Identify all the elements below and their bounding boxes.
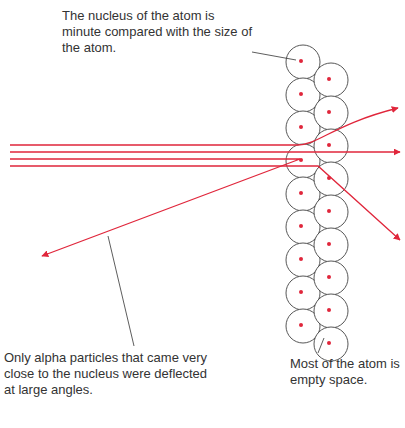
- straight-ray: [10, 151, 400, 152]
- nucleus-dot: [299, 257, 303, 261]
- nucleus-dot: [327, 275, 331, 279]
- gold-atoms: [286, 45, 348, 361]
- nucleus-dot: [299, 125, 303, 129]
- deflected-ray: [10, 108, 398, 145]
- deflection-note: Only alpha particles that came very clos…: [4, 350, 214, 398]
- leader-lines: [108, 52, 324, 353]
- nucleus-dot: [327, 209, 331, 213]
- atom-circle: [314, 294, 348, 328]
- atom-circle: [314, 63, 348, 97]
- atom-circle: [314, 195, 348, 229]
- nucleus-dot: [327, 77, 331, 81]
- nucleus-dot: [299, 59, 303, 63]
- nucleus-dot: [327, 308, 331, 312]
- nucleus-dot: [327, 110, 331, 114]
- reflected-ray: [10, 159, 300, 256]
- leader-line: [318, 338, 324, 353]
- atom-circle: [314, 228, 348, 262]
- nucleus-dot: [299, 224, 303, 228]
- empty-space-note: Most of the atom is empty space.: [290, 356, 402, 388]
- deflected-ray: [10, 166, 400, 240]
- alpha-rays: [10, 108, 400, 256]
- nucleus-dot: [327, 242, 331, 246]
- nucleus-dot: [327, 341, 331, 345]
- nucleus-dot: [327, 143, 331, 147]
- leader-line: [252, 52, 296, 60]
- atom-circle: [314, 327, 348, 361]
- atom-circle: [314, 129, 348, 163]
- leader-line: [108, 236, 134, 346]
- atom-circle: [314, 261, 348, 295]
- nucleus-dot: [299, 92, 303, 96]
- atom-circle: [314, 96, 348, 130]
- nucleus-dot: [299, 191, 303, 195]
- nucleus-dot: [299, 290, 303, 294]
- nucleus-note: The nucleus of the atom is minute compar…: [62, 8, 254, 56]
- nucleus-dot: [299, 323, 303, 327]
